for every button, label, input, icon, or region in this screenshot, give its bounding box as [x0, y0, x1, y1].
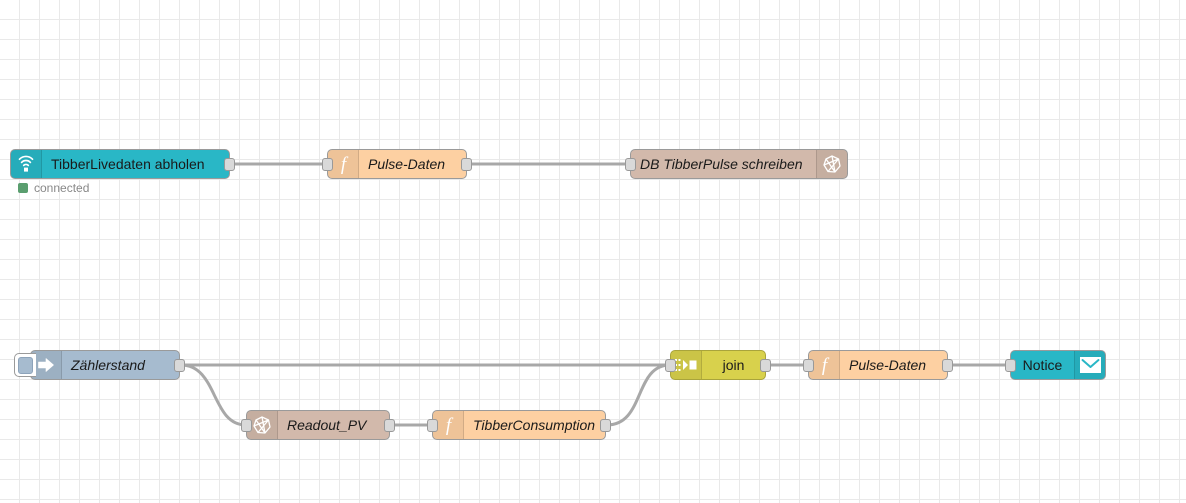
input-port[interactable]: [625, 158, 636, 171]
svg-text:f: f: [340, 154, 348, 174]
node-label: Notice: [1022, 357, 1063, 373]
inject-arrow-icon: [31, 351, 62, 379]
input-port[interactable]: [322, 158, 333, 171]
input-port[interactable]: [427, 419, 438, 432]
function-f-icon: f: [328, 150, 359, 178]
influxdb-polygon-icon: [816, 150, 847, 178]
output-port[interactable]: [760, 359, 771, 372]
node-zaehlerstand[interactable]: Zählerstand: [14, 350, 185, 380]
input-port[interactable]: [803, 359, 814, 372]
output-port[interactable]: [384, 419, 395, 432]
output-port[interactable]: [600, 419, 611, 432]
node-tibberconsumption[interactable]: f TibberConsumption: [427, 410, 611, 440]
status-tibberlivedaten: connected: [18, 181, 89, 195]
wire-zaehlerstand-to-readoutpv: [179, 363, 248, 427]
node-label: DB TibberPulse schreiben: [640, 156, 803, 172]
node-join[interactable]: join: [665, 350, 771, 380]
output-port[interactable]: [224, 158, 235, 171]
node-label: Pulse-Daten: [849, 357, 927, 373]
input-port[interactable]: [665, 359, 676, 372]
node-readout-pv[interactable]: Readout_PV: [241, 410, 395, 440]
node-pulse-daten-bottom[interactable]: f Pulse-Daten: [803, 350, 953, 380]
node-label: TibberConsumption: [473, 417, 596, 433]
envelope-icon: [1074, 351, 1105, 379]
status-label: connected: [34, 181, 90, 195]
output-port[interactable]: [461, 158, 472, 171]
output-port[interactable]: [942, 359, 953, 372]
node-pulse-daten-top[interactable]: f Pulse-Daten: [322, 149, 472, 179]
node-db-tibberpulse-schreiben[interactable]: DB TibberPulse schreiben: [625, 149, 848, 179]
node-notice[interactable]: Notice: [1005, 350, 1106, 380]
node-label: join: [722, 357, 745, 373]
node-label: Pulse-Daten: [368, 156, 446, 172]
influxdb-polygon-icon: [247, 411, 278, 439]
node-label: Readout_PV: [287, 417, 367, 433]
inject-trigger-button[interactable]: [14, 353, 36, 377]
function-f-icon: f: [809, 351, 840, 379]
svg-text:f: f: [445, 415, 453, 435]
node-tibberlivedaten-abholen[interactable]: TibberLivedaten abholen: [10, 149, 235, 179]
node-label: Zählerstand: [71, 357, 145, 373]
input-port[interactable]: [241, 419, 252, 432]
output-port[interactable]: [174, 359, 185, 372]
svg-text:f: f: [821, 355, 829, 375]
join-icon: [671, 351, 702, 379]
wifi-icon: [11, 150, 42, 178]
input-port[interactable]: [1005, 359, 1016, 372]
node-label: TibberLivedaten abholen: [51, 156, 205, 172]
wire-tibberconsumption-to-join: [605, 363, 672, 427]
function-f-icon: f: [433, 411, 464, 439]
inject-button-glyph: [18, 356, 33, 374]
status-dot: [18, 183, 28, 193]
